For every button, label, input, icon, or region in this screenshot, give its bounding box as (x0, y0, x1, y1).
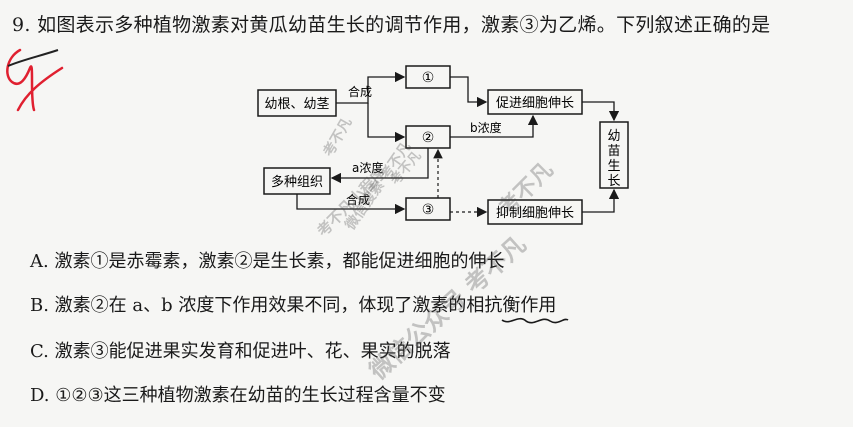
handwritten-underline (501, 317, 569, 324)
option-d: D. ①②③这三种植物激素在幼苗的生长过程含量不变 (30, 385, 446, 406)
question-stem: 9. 如图表示多种植物激素对黄瓜幼苗生长的调节作用，激素③为乙烯。下列叙述正确的… (12, 14, 771, 36)
hormone-1-label: ① (422, 70, 435, 86)
hormone-2-label: ② (422, 130, 435, 146)
synth-label-top: 合成 (348, 84, 372, 99)
option-b: B. 激素②在 a、b 浓度下作用效果不同，体现了激素的相抗衡作用 (30, 295, 557, 316)
synth-label-bottom: 合成 (346, 192, 370, 207)
box-seedling-growth (599, 121, 629, 189)
box-hormone-3 (405, 197, 451, 221)
hormone-regulation-diagram: 幼根、幼茎 ① ② ③ 多种组织 促进细胞伸长 抑制细胞伸长 幼苗生长 合成 b… (257, 65, 629, 225)
hormone-3-label: ③ (422, 202, 435, 218)
box-root-stem-label: 幼根、幼茎 (264, 97, 329, 112)
box-inhibit-label: 抑制细胞伸长 (496, 206, 574, 221)
option-a: A. 激素①是赤霉素，激素②是生长素，都能促进细胞的伸长 (30, 251, 505, 272)
handwritten-answer-mark (6, 48, 64, 112)
box-multi-tissue-label: 多种组织 (271, 174, 323, 190)
option-c: C. 激素③能促进果实发育和促进叶、花、果实的脱落 (30, 341, 451, 362)
box-promote-label: 促进细胞伸长 (496, 96, 574, 111)
a-concentration-label: a浓度 (352, 160, 383, 175)
b-concentration-label: b浓度 (470, 120, 502, 135)
seedling-label: 幼苗生长 (607, 129, 620, 189)
